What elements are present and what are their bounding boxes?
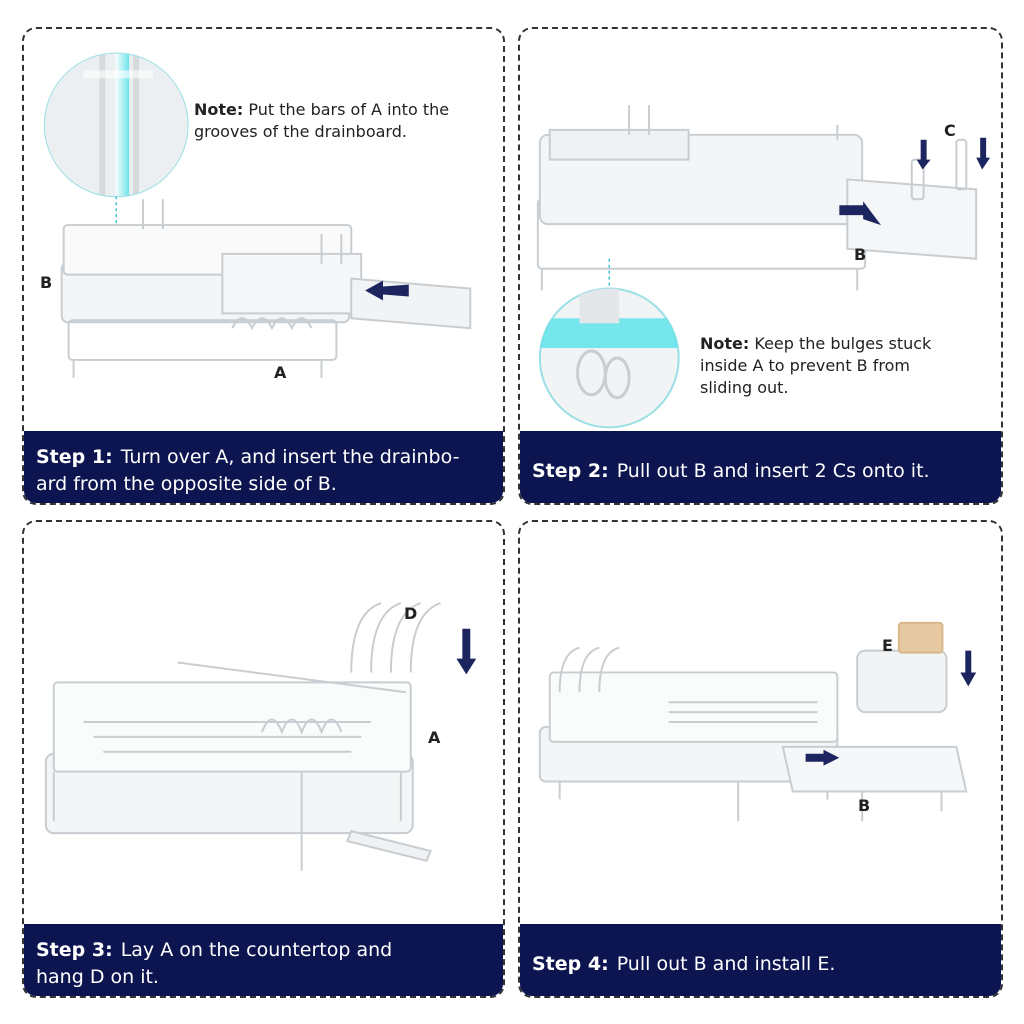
step-1-panel: Note: Put the bars of A into the grooves… bbox=[22, 27, 505, 505]
step-1-line2: ard from the opposite side of B. bbox=[36, 473, 337, 495]
step-4-label: Step 4: bbox=[532, 952, 609, 975]
label-e: E bbox=[882, 636, 893, 655]
step-2-panel: C B Note: Keep the bulges stuck inside A… bbox=[518, 27, 1003, 505]
zoom-detail-circle bbox=[538, 287, 680, 429]
step-1-banner: Step 1: Turn over A, and insert the drain… bbox=[24, 431, 503, 503]
step-3-line1: Lay A on the countertop and bbox=[120, 939, 393, 961]
label-d: D bbox=[404, 604, 418, 623]
step-4-banner: Step 4: Pull out B and install E. bbox=[520, 924, 1001, 996]
step-3-panel: D A Step 3: Lay A on the countertop and h… bbox=[22, 520, 505, 998]
label-b: B bbox=[854, 245, 867, 264]
label-b: B bbox=[40, 273, 53, 292]
step-3-illustration bbox=[44, 602, 477, 871]
push-arrow-icon bbox=[365, 280, 409, 301]
label-a: A bbox=[428, 728, 441, 747]
step-1-line1: Turn over A, and insert the drainbo- bbox=[120, 446, 460, 468]
step-2-illustration bbox=[536, 105, 991, 429]
down-arrow-icon bbox=[960, 650, 977, 687]
down-arrow-icon bbox=[976, 137, 991, 170]
step-2-note: Note: Keep the bulges stuck inside A to … bbox=[700, 334, 932, 397]
step-3-label: Step 3: bbox=[36, 939, 113, 961]
step-4-illustration bbox=[538, 621, 977, 822]
label-b: B bbox=[858, 796, 871, 815]
label-c: C bbox=[944, 121, 956, 140]
step-1-illustration bbox=[43, 52, 472, 378]
step-2-line1: Pull out B and insert 2 Cs onto it. bbox=[616, 459, 930, 482]
rack-drawing bbox=[44, 602, 441, 871]
step-1-label: Step 1: bbox=[36, 446, 113, 468]
step-2-label: Step 2: bbox=[532, 459, 609, 482]
rack-drawing bbox=[538, 621, 968, 822]
step-4-line1: Pull out B and install E. bbox=[616, 952, 836, 975]
step-1-note: Note: Put the bars of A into the grooves… bbox=[194, 100, 450, 141]
rack-drawing bbox=[60, 199, 472, 378]
down-arrow-icon bbox=[456, 628, 477, 675]
step-2-banner: Step 2: Pull out B and insert 2 Cs onto i… bbox=[520, 431, 1001, 503]
down-arrow-icon bbox=[916, 139, 931, 170]
step-3-banner: Step 3: Lay A on the countertop and hang … bbox=[24, 924, 503, 996]
step-4-panel: E B Step 4: Pull out B and install E. bbox=[518, 520, 1003, 998]
step-3-line2: hang D on it. bbox=[36, 966, 159, 988]
label-a: A bbox=[274, 363, 287, 382]
rack-drawing bbox=[536, 105, 978, 291]
zoom-detail-circle bbox=[43, 52, 189, 198]
pull-arrow-icon bbox=[839, 201, 881, 226]
